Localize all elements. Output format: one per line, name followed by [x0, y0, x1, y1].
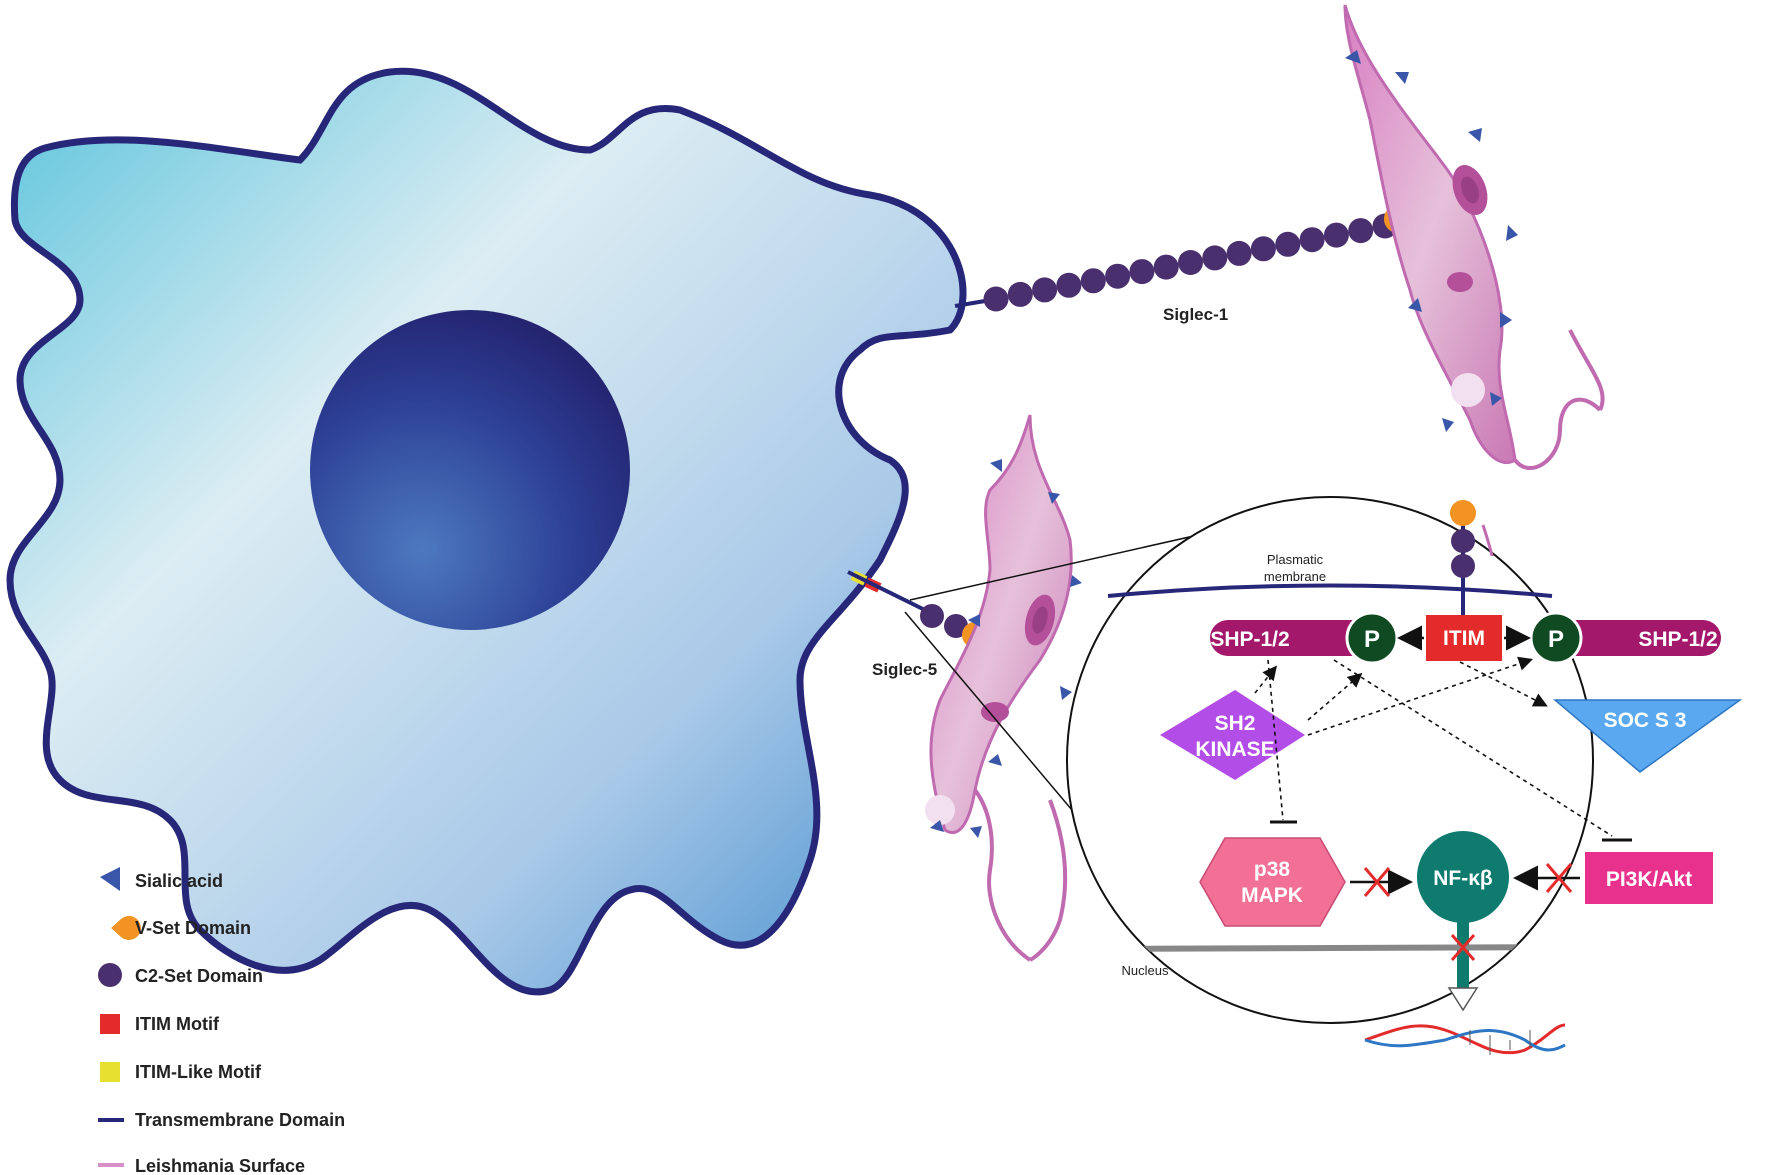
siglec-1-c2-domain: [1032, 277, 1058, 303]
siglec-1-c2-domain: [1299, 227, 1325, 253]
siglec-1-label: Siglec-1: [1163, 305, 1228, 324]
mapk-label: MAPK: [1241, 884, 1303, 907]
plasmatic-membrane: [1107, 583, 1553, 598]
leishmania-parasite-1: [1343, 4, 1605, 471]
legend-label-c2: C2-Set Domain: [135, 966, 263, 986]
itim-label: ITIM: [1443, 627, 1485, 650]
nfkb-label: NF-κβ: [1433, 867, 1493, 890]
nfkb-node: [1417, 831, 1509, 923]
p38-label: p38: [1254, 858, 1291, 881]
siglec-1-c2-domain: [1080, 268, 1106, 294]
siglec-1-c2-domain: [1105, 263, 1131, 289]
siglec-1-c2-domain: [1226, 240, 1252, 266]
sh2-label: SH2: [1215, 712, 1256, 735]
siglec-1-c2-domain: [1056, 272, 1082, 298]
siglec-1-c2-domain: [983, 286, 1009, 312]
p-right-label: P: [1548, 626, 1564, 653]
blocked-x-icon: [1363, 867, 1391, 897]
siglec-1-c2-domain: [1348, 218, 1374, 244]
signaling-inset: Plasmatic membrane SHP-1/2 P ITIM SHP-1/…: [1066, 496, 1743, 1055]
leishmania-parasite-2: [925, 414, 1082, 962]
shp-right-node: [1555, 620, 1721, 656]
itim-like-motif-icon: [100, 1062, 120, 1082]
siglec-1-c2-domain: [1202, 245, 1228, 271]
plasmatic-membrane-label-1: Plasmatic: [1267, 552, 1324, 567]
siglec-1-c2-domain: [1129, 259, 1155, 285]
siglec-1-c2-domain: [1323, 222, 1349, 248]
legend-label-itim-like: ITIM-Like Motif: [135, 1062, 262, 1082]
nuclear-membrane: [1079, 944, 1586, 952]
shp-right-label: SHP-1/2: [1638, 628, 1717, 651]
legend-label-leishmania: Leishmania Surface: [135, 1156, 305, 1175]
legend-label-sialic: Sialic acid: [135, 871, 223, 891]
siglec-5-label: Siglec-5: [872, 660, 937, 679]
pi3k-akt-node: [1585, 852, 1713, 904]
legend-label-transmembrane: Transmembrane Domain: [135, 1110, 345, 1130]
legend-label-itim: ITIM Motif: [135, 1014, 220, 1034]
pi3k-akt-label: PI3K/Akt: [1606, 868, 1692, 891]
siglec-1-c2-domain: [1007, 281, 1033, 307]
legend-label-vset: V-Set Domain: [135, 918, 251, 938]
blocked-x-icon: [1545, 863, 1573, 893]
sialic-acid-icon: [100, 867, 120, 891]
p38-mapk-node: [1199, 837, 1346, 927]
blocked-x-icon: [1450, 934, 1476, 961]
itim-motif-icon: [100, 1014, 120, 1034]
itim-node: [1426, 615, 1502, 661]
p-right-node: [1529, 611, 1583, 665]
dna-helix-icon: [1364, 1023, 1566, 1055]
siglec-1-receptor: [954, 204, 1412, 312]
siglec-5-receptor: [847, 570, 988, 648]
p-left-label: P: [1364, 626, 1380, 653]
plasmatic-membrane-label-2: membrane: [1264, 569, 1326, 584]
socs3-label: SOC S 3: [1604, 709, 1687, 732]
legend: Sialic acid V-Set Domain C2-Set Domain I…: [98, 867, 345, 1175]
c2-set-domain-icon: [98, 963, 122, 987]
nucleus-label: Nucleus: [1122, 963, 1169, 978]
siglec-1-c2-domain: [1178, 250, 1203, 275]
socs3-node: [1552, 699, 1743, 773]
sh2-kinase-node: [1160, 690, 1305, 780]
host-cell-nucleus: [310, 310, 630, 630]
v-set-domain-icon: [111, 916, 141, 941]
siglec-1-c2-domain: [1250, 236, 1276, 262]
shp-left-label: SHP-1/2: [1210, 628, 1289, 651]
siglec-1-c2-domain: [1275, 231, 1301, 257]
siglec-1-c2-domain: [1153, 254, 1179, 280]
kinase-label: KINASE: [1195, 738, 1274, 761]
shp-left-node: [1210, 620, 1376, 656]
